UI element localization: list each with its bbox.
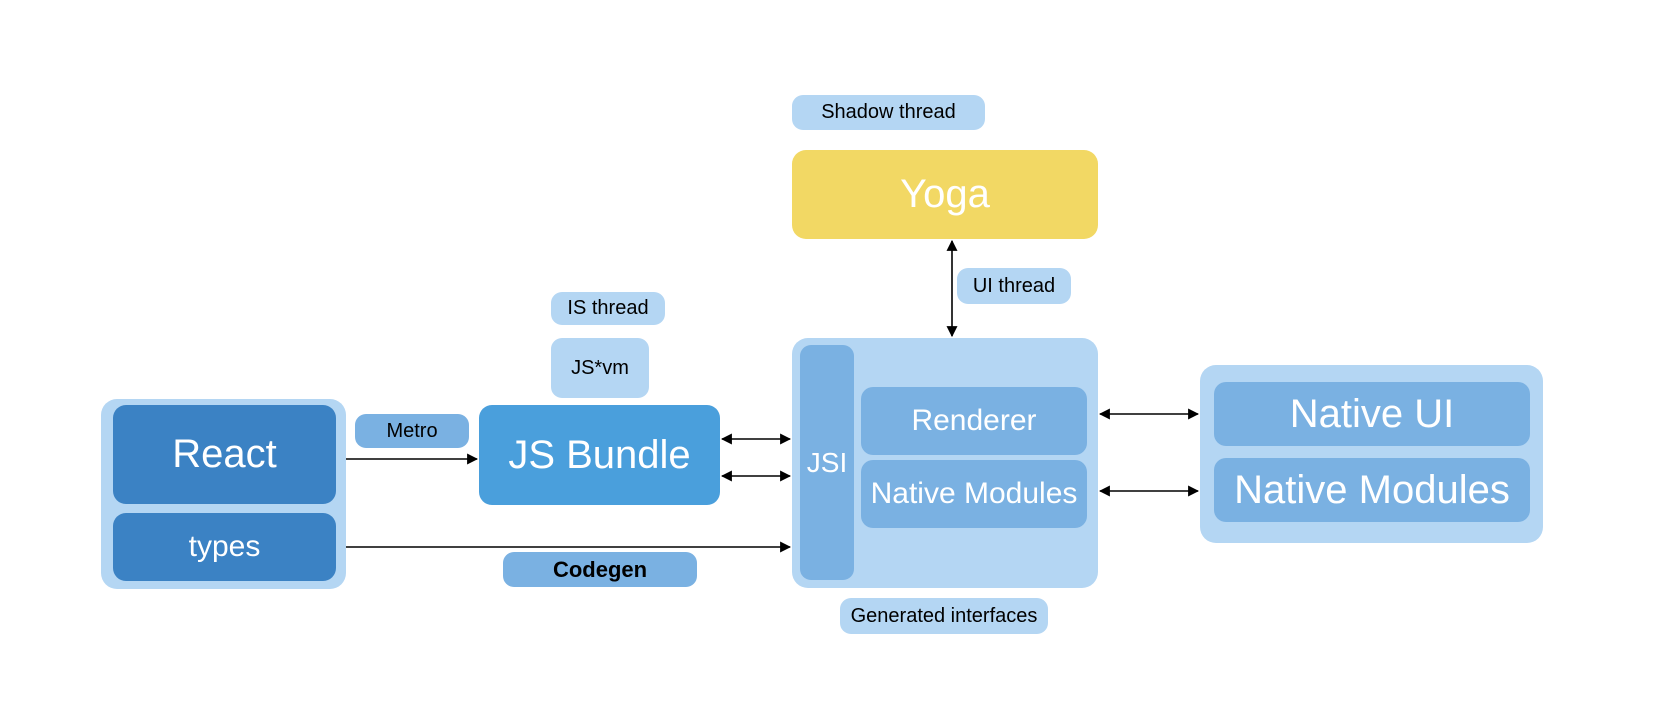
generated-interfaces-label: Generated interfaces (840, 598, 1048, 634)
js-vm-block: JS*vm (551, 338, 649, 398)
metro-label: Metro (355, 414, 469, 448)
types-block: types (113, 513, 336, 581)
shadow-thread-label: Shadow thread (792, 95, 985, 130)
native-group-native-modules-block: Native Modules (1214, 458, 1530, 522)
is-thread-label: IS thread (551, 292, 665, 325)
native-ui-block: Native UI (1214, 382, 1530, 446)
core-native-modules-block: Native Modules (861, 460, 1087, 528)
jsi-block: JSI (800, 345, 854, 580)
yoga-block: Yoga (792, 150, 1098, 239)
react-block: React (113, 405, 336, 504)
ui-thread-label: UI thread (957, 268, 1071, 304)
js-bundle-block: JS Bundle (479, 405, 720, 505)
renderer-block: Renderer (861, 387, 1087, 455)
codegen-label: Codegen (503, 552, 697, 587)
